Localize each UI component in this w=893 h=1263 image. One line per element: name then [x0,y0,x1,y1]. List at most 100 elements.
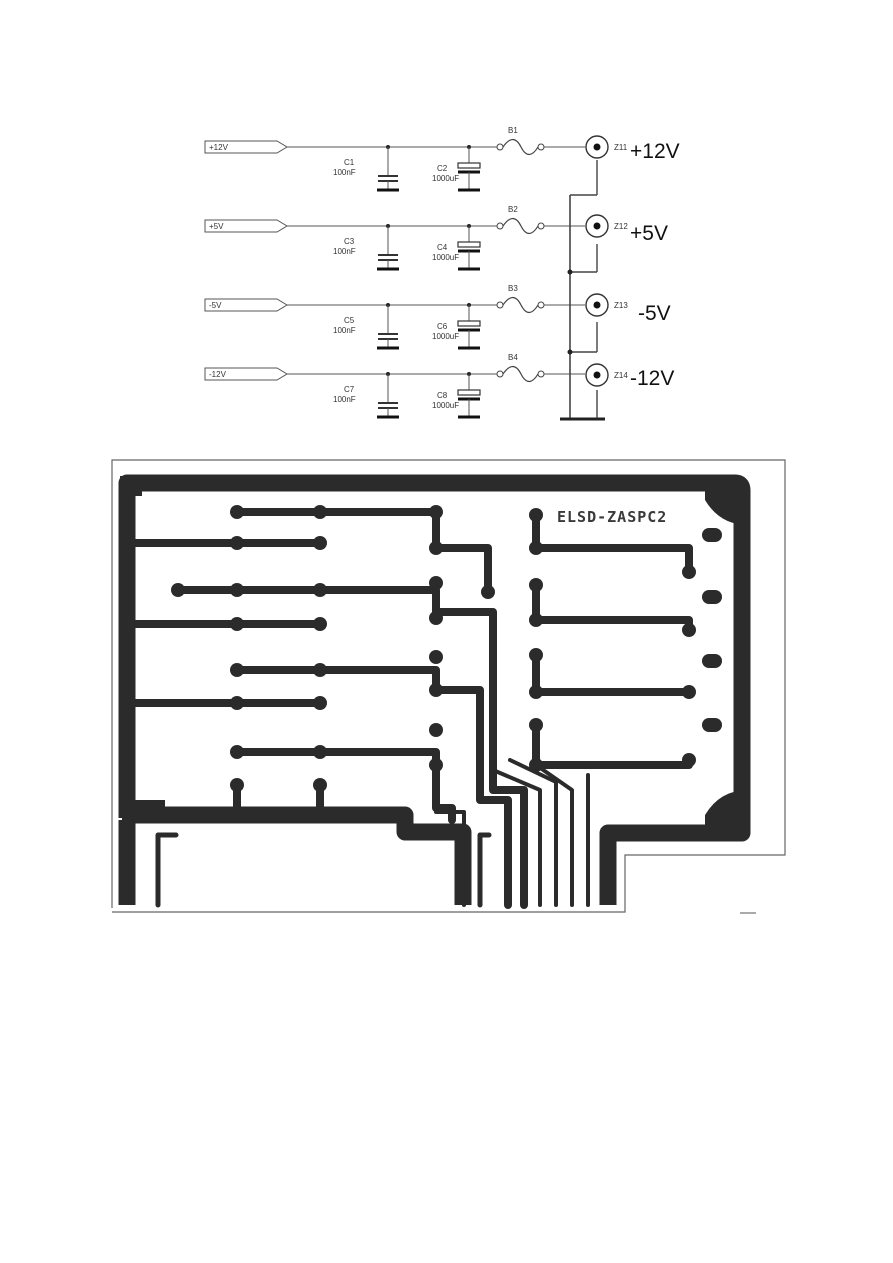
pad [313,617,327,631]
connector-pin [593,371,601,379]
output-voltage-label: -12V [630,367,674,390]
output-voltage-label: +12V [630,140,680,163]
trace-r-1 [532,511,693,576]
fuse-terminal [537,370,545,378]
cap-value: 100nF [333,326,356,335]
cap-name: C7 [344,385,355,394]
fuse-label: B2 [508,205,518,214]
trace-row5 [233,666,512,909]
oval-pad [702,654,722,668]
pad [313,745,327,759]
trace-bus-b [491,768,542,907]
fuse-element [502,217,539,235]
pad [481,585,495,599]
pad [429,541,443,555]
cap-name: C3 [344,237,355,246]
ground-corner-fill-br [705,790,748,833]
fuse-element [502,365,539,383]
connector-label: Z12 [614,222,628,231]
pad-stub [233,785,241,810]
cap-value: 100nF [333,395,356,404]
input-tag [204,298,288,312]
connector-pin [593,301,601,309]
pad [682,623,696,637]
pad [171,583,185,597]
input-label: +5V [209,222,224,231]
input-label: +12V [209,143,229,152]
pad [429,611,443,625]
pad [429,650,443,664]
pad [682,685,696,699]
fuse-terminal [537,143,545,151]
pad [529,758,543,772]
input-tag [204,367,288,381]
trace-row3 [174,586,528,909]
connector-label: Z14 [614,371,628,380]
input-tag [204,140,288,154]
pad [313,696,327,710]
cap-value: 1000uF [432,332,459,341]
pcb-pads [171,505,722,810]
pad [230,617,244,631]
trace-bl [155,832,179,908]
cap-name: C6 [437,322,448,331]
pad [230,745,244,759]
pad [529,685,543,699]
pad [529,508,543,522]
pcb-label: ELSD-ZASPC2 [557,508,667,526]
cap-name: C1 [344,158,355,167]
cap-plate-pos [457,241,481,248]
pad [230,505,244,519]
oval-pad [702,718,722,732]
trace-r-4 [532,721,693,769]
board-outline [111,459,786,913]
pad [429,576,443,590]
cap-value: 1000uF [432,253,459,262]
oval-pad [702,528,722,542]
trace-bus-a [434,768,466,907]
oval-pad [702,590,722,604]
cap-value: 100nF [333,168,356,177]
cap-plate-pos [457,320,481,327]
fuse-element [502,296,539,314]
pad [429,723,443,737]
pad [429,683,443,697]
trace-r-3 [532,651,693,696]
cap-value: 100nF [333,247,356,256]
cap-name: C5 [344,316,355,325]
ground-corner-fill-bl [122,800,165,822]
fuse-label: B4 [508,353,518,362]
trace-bus-c [508,758,558,907]
cap-name: C4 [437,243,448,252]
pad [429,758,443,772]
output-voltage-label: -5V [638,302,671,325]
connector-pin [593,222,601,230]
cap-plate-pos [457,389,481,396]
connector-label: Z13 [614,301,628,310]
pad [313,583,327,597]
input-label: -5V [209,301,222,310]
pad [230,696,244,710]
connector-pin [593,143,601,151]
cap-name: C2 [437,164,448,173]
fuse-element [502,138,539,156]
fuse-terminal [537,301,545,309]
pad [429,505,443,519]
pad-stub [316,785,324,810]
cap-plate-pos [457,162,481,169]
ground-frame-bottom [118,806,472,905]
pad [230,536,244,550]
pad [230,663,244,677]
trace-bm [477,832,492,908]
pad [682,753,696,767]
fuse-terminal [537,222,545,230]
pad [230,583,244,597]
pad [529,718,543,732]
connector-label: Z11 [614,143,628,152]
pad [682,565,696,579]
pad [529,578,543,592]
ground-junction-2 [567,349,573,355]
